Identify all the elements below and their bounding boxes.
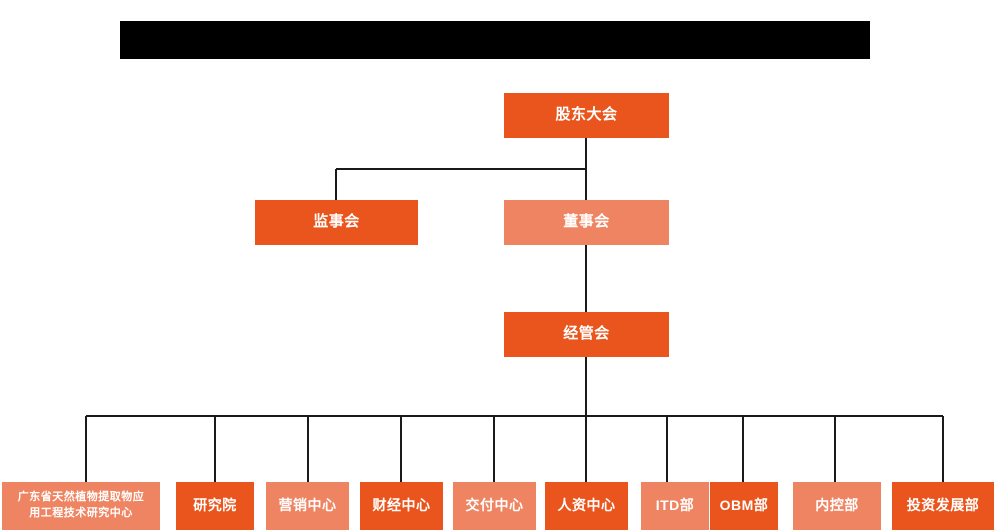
- redacted-title-banner: [120, 21, 870, 59]
- node-label: 董事会: [563, 213, 610, 231]
- node-board-of-directors[interactable]: 董事会: [504, 200, 669, 245]
- node-label: 监事会: [313, 213, 360, 231]
- node-label: 交付中心: [465, 497, 524, 514]
- node-label: OBM部: [719, 497, 769, 514]
- node-finance-center[interactable]: 财经中心: [360, 482, 443, 530]
- node-management-committee[interactable]: 经管会: [504, 312, 669, 357]
- node-hr-center[interactable]: 人资中心: [545, 482, 628, 530]
- node-label-line1: 广东省天然植物提取物应: [17, 491, 145, 504]
- node-marketing-center[interactable]: 营销中心: [266, 482, 349, 530]
- node-label: 财经中心: [372, 497, 431, 514]
- node-investment-development-department[interactable]: 投资发展部: [892, 482, 994, 530]
- node-board-of-supervisors[interactable]: 监事会: [255, 200, 418, 245]
- node-label: 投资发展部: [906, 497, 980, 514]
- node-label-line2: 用工程技术研究中心: [29, 507, 133, 519]
- node-shareholders-meeting[interactable]: 股东大会: [504, 93, 669, 138]
- node-label: 经管会: [563, 325, 610, 343]
- node-label: 人资中心: [557, 497, 616, 514]
- node-delivery-center[interactable]: 交付中心: [453, 482, 536, 530]
- node-label: 研究院: [193, 497, 237, 514]
- node-internal-control-department[interactable]: 内控部: [793, 482, 881, 530]
- node-label: 内控部: [815, 497, 859, 514]
- node-obm-department[interactable]: OBM部: [710, 482, 778, 530]
- node-research-institute[interactable]: 研究院: [176, 482, 254, 530]
- node-label: ITD部: [655, 497, 695, 514]
- node-label: 广东省天然植物提取物应 用工程技术研究中心: [14, 490, 149, 522]
- node-itd-department[interactable]: ITD部: [641, 482, 709, 530]
- node-label: 营销中心: [278, 497, 337, 514]
- node-gd-natural-plant-extract-research-center[interactable]: 广东省天然植物提取物应 用工程技术研究中心: [2, 482, 160, 530]
- node-label: 股东大会: [555, 106, 618, 124]
